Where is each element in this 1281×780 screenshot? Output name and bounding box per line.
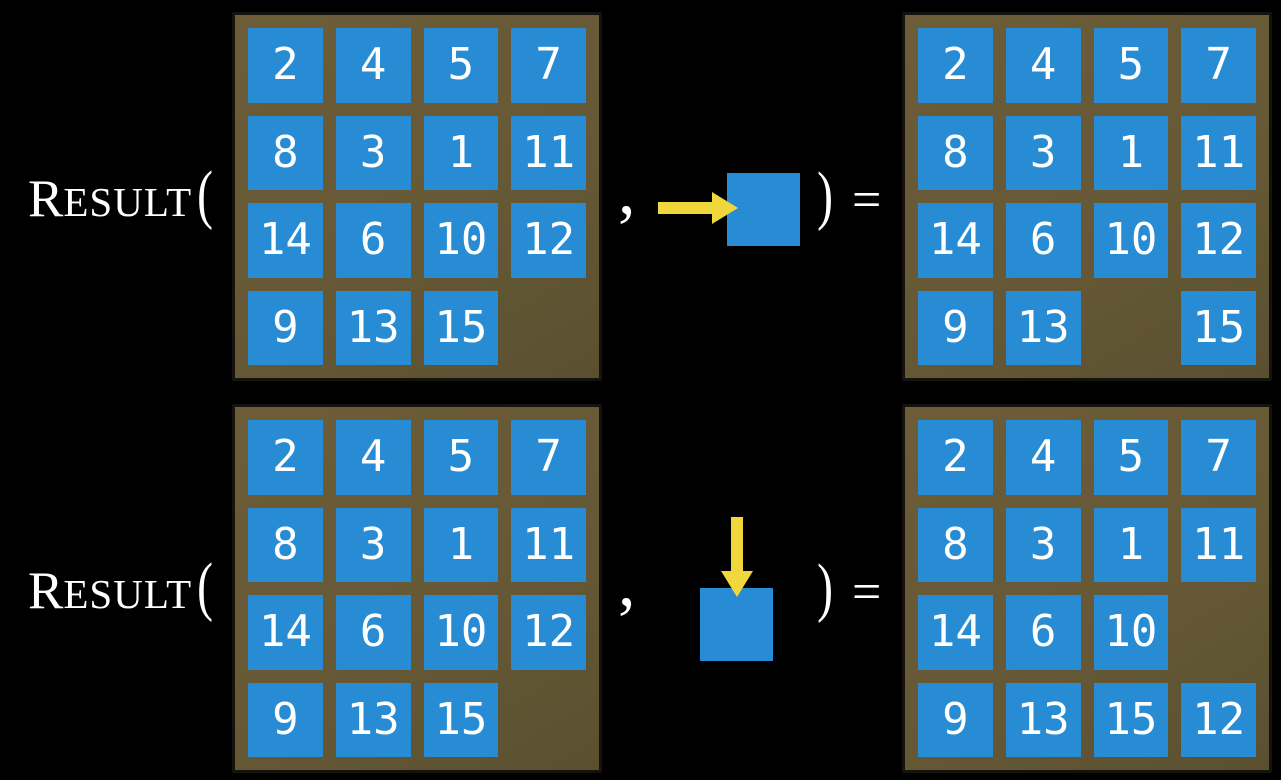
empty-slot <box>1181 595 1256 670</box>
puzzle-tile-12: 12 <box>511 595 586 670</box>
puzzle-tile-11: 11 <box>511 115 586 190</box>
puzzle-tile-4: 4 <box>335 28 411 103</box>
puzzle-tile-5: 5 <box>1093 420 1169 495</box>
open-paren: ( <box>197 158 214 231</box>
comma-separator: , <box>618 544 636 621</box>
puzzle-tile-14: 14 <box>248 595 323 670</box>
puzzle-tile-7: 7 <box>511 28 586 103</box>
puzzle-tile-3: 3 <box>1005 507 1081 582</box>
equals-sign: = <box>851 172 882 229</box>
puzzle-tile-11: 11 <box>1181 507 1256 582</box>
empty-slot <box>1094 291 1169 366</box>
puzzle-tile-9: 9 <box>248 290 323 365</box>
puzzle-tile-15: 15 <box>1181 290 1256 365</box>
puzzle-tile-10: 10 <box>1093 595 1169 670</box>
puzzle-tile-1: 1 <box>423 507 499 582</box>
puzzle-tile-5: 5 <box>1093 28 1169 103</box>
arrow-down-icon <box>721 517 753 597</box>
puzzle-tile-2: 2 <box>248 28 323 103</box>
puzzle-tile-7: 7 <box>1181 28 1256 103</box>
puzzle-tile-9: 9 <box>918 682 993 757</box>
puzzle-tile-7: 7 <box>1181 420 1256 495</box>
puzzle-tile-8: 8 <box>918 115 993 190</box>
function-name-initial: R <box>28 562 64 620</box>
puzzle-tile-12: 12 <box>511 203 586 278</box>
puzzle-tile-9: 9 <box>918 290 993 365</box>
puzzle-tile-6: 6 <box>1005 203 1081 278</box>
puzzle-tile-4: 4 <box>335 420 411 495</box>
puzzle-tile-14: 14 <box>248 203 323 278</box>
open-paren: ( <box>197 550 214 623</box>
puzzle-tile-12: 12 <box>1181 203 1256 278</box>
puzzle-tile-7: 7 <box>511 420 586 495</box>
puzzle-tile-13: 13 <box>1005 290 1081 365</box>
puzzle-tile-1: 1 <box>1093 507 1169 582</box>
puzzle-tile-6: 6 <box>1005 595 1081 670</box>
puzzle-tile-11: 11 <box>1181 115 1256 190</box>
puzzle-tile-14: 14 <box>918 203 993 278</box>
function-name-smallcaps: ESULT <box>63 571 193 617</box>
puzzle-tile-13: 13 <box>335 682 411 757</box>
puzzle-tile-8: 8 <box>918 507 993 582</box>
puzzle-tile-5: 5 <box>423 420 499 495</box>
puzzle-tile-5: 5 <box>423 28 499 103</box>
puzzle-tile-11: 11 <box>511 507 586 582</box>
close-paren: ) <box>817 159 833 232</box>
function-name-initial: R <box>28 170 64 228</box>
empty-slot <box>511 683 586 758</box>
puzzle-tile-4: 4 <box>1005 28 1081 103</box>
comma-separator: , <box>618 152 636 229</box>
puzzle-tile-1: 1 <box>423 115 499 190</box>
puzzle-tile-15: 15 <box>423 290 499 365</box>
close-paren-equals: ) = <box>814 163 881 229</box>
puzzle-tile-3: 3 <box>1005 115 1081 190</box>
puzzle-tile-8: 8 <box>248 507 323 582</box>
function-name-smallcaps: ESULT <box>63 179 193 225</box>
equals-sign: = <box>851 564 882 621</box>
puzzle-tile-13: 13 <box>335 290 411 365</box>
puzzle-tile-2: 2 <box>918 28 993 103</box>
puzzle-tile-2: 2 <box>918 420 993 495</box>
puzzle-tile-10: 10 <box>423 203 499 278</box>
puzzle-tile-12: 12 <box>1181 682 1256 757</box>
puzzle-tile-8: 8 <box>248 115 323 190</box>
puzzle-tile-15: 15 <box>423 682 499 757</box>
puzzle-tile-13: 13 <box>1005 682 1081 757</box>
puzzle-tile-3: 3 <box>335 115 411 190</box>
puzzle-tile-2: 2 <box>248 420 323 495</box>
puzzle-tile-6: 6 <box>335 203 411 278</box>
puzzle-tile-6: 6 <box>335 595 411 670</box>
puzzle-tile-3: 3 <box>335 507 411 582</box>
close-paren: ) <box>817 551 833 624</box>
arrow-right-icon <box>658 192 738 224</box>
puzzle-tile-1: 1 <box>1093 115 1169 190</box>
puzzle-tile-10: 10 <box>1093 203 1169 278</box>
puzzle-tile-4: 4 <box>1005 420 1081 495</box>
empty-slot <box>511 291 586 366</box>
close-paren-equals: ) = <box>814 555 881 621</box>
moved-tile-swatch <box>700 588 773 661</box>
moved-tile-swatch <box>727 173 800 246</box>
puzzle-tile-10: 10 <box>423 595 499 670</box>
puzzle-tile-15: 15 <box>1093 682 1169 757</box>
puzzle-tile-14: 14 <box>918 595 993 670</box>
puzzle-tile-9: 9 <box>248 682 323 757</box>
